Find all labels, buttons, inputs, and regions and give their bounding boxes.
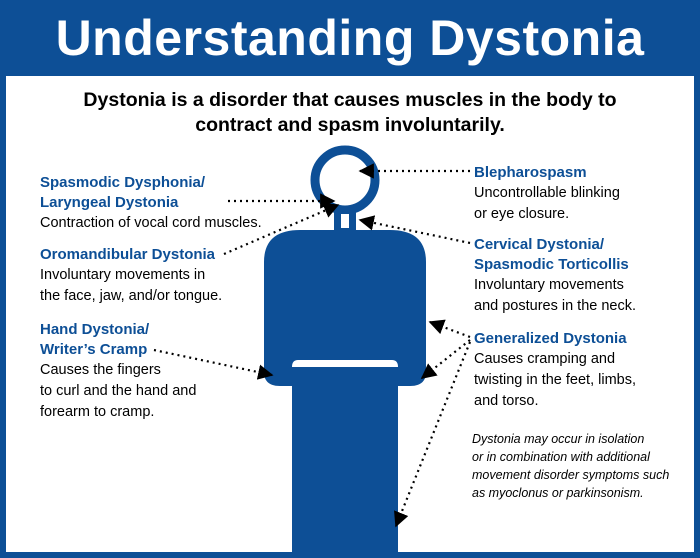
label-cervical: Cervical Dystonia/ Spasmodic Torticollis… <box>474 235 636 317</box>
cervical-title: Cervical Dystonia/ Spasmodic Torticollis <box>474 236 629 273</box>
subtitle: Dystonia is a disorder that causes muscl… <box>83 89 617 136</box>
label-oromandibular: Oromandibular Dystonia Involuntary movem… <box>40 245 222 307</box>
connector-generalized-torso <box>420 339 471 379</box>
head-outline <box>310 145 380 215</box>
page-title: Understanding Dystonia <box>55 10 645 66</box>
connector-generalized-arm <box>428 319 471 339</box>
blepharospasm-desc: Uncontrollable blinking or eye closure. <box>474 185 620 222</box>
connector-oromandibular <box>223 203 340 256</box>
spasmodic-dysphonia-title: Spasmodic Dysphonia/ Laryngeal Dystonia <box>40 174 206 211</box>
generalized-title: Generalized Dystonia <box>474 330 627 347</box>
footnote: Dystonia may occur in isolation or in co… <box>472 432 670 500</box>
label-hand-dystonia: Hand Dystonia/ Writer’s Cramp Causes the… <box>40 320 196 423</box>
title-banner: Understanding Dystonia <box>0 0 700 76</box>
connector-hand <box>153 348 274 380</box>
generalized-desc: Causes cramping and twisting in the feet… <box>474 351 636 409</box>
label-spasmodic-dysphonia: Spasmodic Dysphonia/ Laryngeal Dystonia … <box>40 173 262 234</box>
spasmodic-dysphonia-desc: Contraction of vocal cord muscles. <box>40 215 262 231</box>
hand-dystonia-desc: Causes the fingers to curl and the hand … <box>40 362 197 420</box>
label-generalized: Generalized Dystonia Causes cramping and… <box>474 329 636 412</box>
neck-gap <box>341 214 349 228</box>
connector-cervical <box>358 215 471 245</box>
oromandibular-desc: Involuntary movements in the face, jaw, … <box>40 267 223 304</box>
body-silhouette <box>264 230 426 558</box>
label-blepharospasm: Blepharospasm Uncontrollable blinking or… <box>474 163 620 225</box>
blepharospasm-title: Blepharospasm <box>474 164 587 181</box>
cervical-desc: Involuntary movements and postures in th… <box>474 277 637 314</box>
hand-dystonia-title: Hand Dystonia/ Writer’s Cramp <box>40 321 150 358</box>
oromandibular-title: Oromandibular Dystonia <box>40 246 216 263</box>
